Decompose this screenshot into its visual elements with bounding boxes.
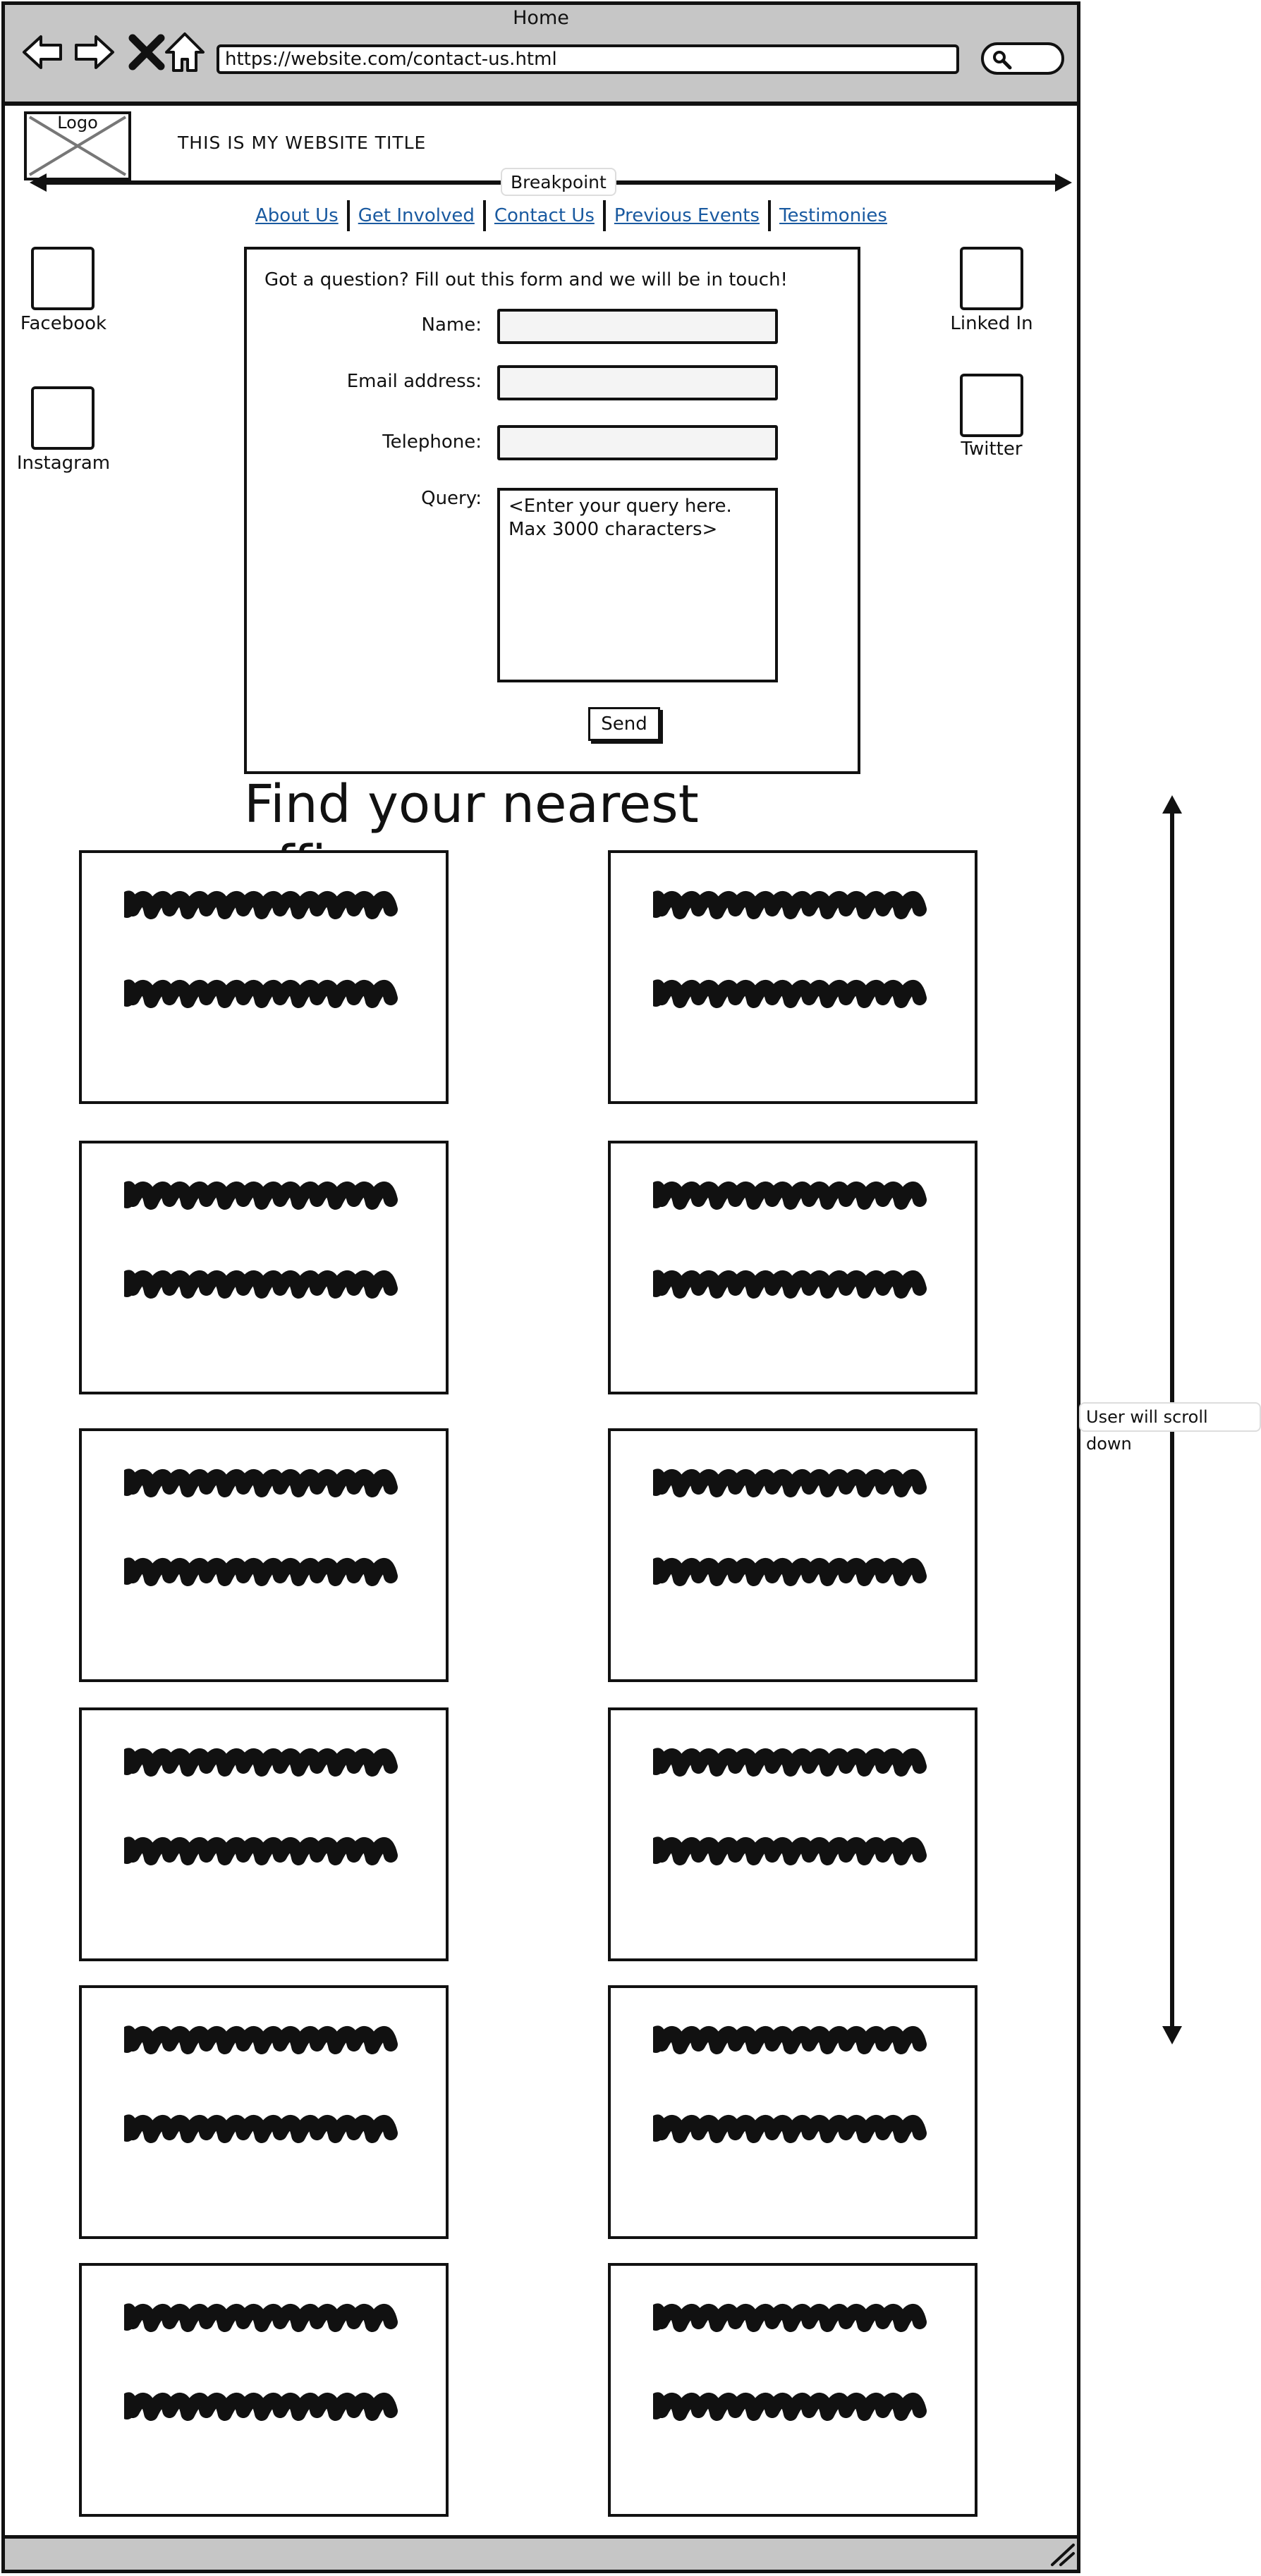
send-button[interactable]: Send (588, 707, 660, 741)
nav-link-previous-events[interactable]: Previous Events (614, 205, 760, 226)
query-textarea[interactable]: <Enter your query here. Max 3000 charact… (497, 488, 778, 682)
instagram-icon[interactable] (31, 386, 95, 450)
home-icon[interactable] (162, 30, 207, 75)
breakpoint-label: Breakpoint (501, 168, 616, 196)
text-placeholder-scribble (653, 2303, 927, 2332)
text-placeholder-scribble (653, 890, 927, 919)
name-field[interactable] (497, 309, 778, 344)
nav-divider (602, 200, 606, 231)
nav-link-contact-us[interactable]: Contact Us (494, 205, 595, 226)
text-placeholder-scribble (124, 1270, 398, 1299)
text-placeholder-scribble (653, 1748, 927, 1777)
text-placeholder-scribble (124, 1468, 398, 1497)
twitter-label: Twitter (961, 438, 1023, 460)
nav-divider (482, 200, 486, 231)
text-placeholder-scribble (653, 2114, 927, 2143)
nav-link-about-us[interactable]: About Us (255, 205, 339, 226)
email-label: Email address: (346, 371, 482, 392)
office-card[interactable] (79, 850, 449, 1104)
scroll-annotation-label: User will scroll down (1079, 1402, 1261, 1454)
nav-divider (768, 200, 772, 231)
text-placeholder-scribble (653, 1270, 927, 1299)
text-placeholder-scribble (124, 890, 398, 919)
text-placeholder-scribble (653, 1557, 927, 1586)
office-card[interactable] (79, 1141, 449, 1394)
office-card[interactable] (608, 850, 977, 1104)
text-placeholder-scribble (124, 1557, 398, 1586)
text-placeholder-scribble (124, 2392, 398, 2421)
office-card[interactable] (79, 1428, 449, 1682)
logo-label: Logo (57, 113, 98, 133)
office-card[interactable] (79, 2263, 449, 2517)
form-intro-text: Got a question? Fill out this form and w… (264, 269, 788, 290)
status-bar (1, 2535, 1080, 2573)
twitter-icon[interactable] (960, 374, 1023, 437)
text-placeholder-scribble (124, 2025, 398, 2054)
office-card[interactable] (608, 1141, 977, 1394)
logo-placeholder[interactable] (24, 111, 131, 180)
text-placeholder-scribble (124, 1748, 398, 1777)
facebook-label: Facebook (20, 313, 107, 334)
telephone-label: Telephone: (382, 431, 482, 453)
text-placeholder-scribble (124, 2303, 398, 2332)
site-title: THIS IS MY WEBSITE TITLE (178, 133, 427, 153)
text-placeholder-scribble (124, 1836, 398, 1865)
forward-arrow-icon[interactable] (72, 30, 117, 75)
office-card[interactable] (608, 1707, 977, 1961)
office-card[interactable] (608, 1428, 977, 1682)
office-card[interactable] (608, 1985, 977, 2239)
resize-grip-icon[interactable] (1049, 2539, 1076, 2568)
browser-search-field[interactable] (981, 42, 1064, 75)
text-placeholder-scribble (124, 2114, 398, 2143)
main-nav: About Us Get Involved Contact Us Previou… (247, 200, 896, 232)
text-placeholder-scribble (124, 1181, 398, 1210)
text-placeholder-scribble (653, 2025, 927, 2054)
text-placeholder-scribble (653, 1181, 927, 1210)
office-card[interactable] (608, 2263, 977, 2517)
url-bar[interactable]: https://website.com/contact-us.html (217, 44, 959, 74)
text-placeholder-scribble (653, 1836, 927, 1865)
nav-divider (346, 200, 350, 231)
text-placeholder-scribble (124, 979, 398, 1008)
offices-heading: Find your nearest office (244, 774, 699, 895)
office-card[interactable] (79, 1985, 449, 2239)
window-title: Home (513, 7, 569, 29)
linkedin-label: Linked In (950, 313, 1033, 334)
query-label: Query: (421, 488, 482, 509)
office-card[interactable] (79, 1707, 449, 1961)
close-icon[interactable] (124, 30, 169, 75)
text-placeholder-scribble (653, 1468, 927, 1497)
email-field[interactable] (497, 365, 778, 400)
nav-link-testimonies[interactable]: Testimonies (779, 205, 887, 226)
linkedin-icon[interactable] (960, 247, 1023, 310)
text-placeholder-scribble (653, 2392, 927, 2421)
image-placeholder-icon (28, 116, 127, 176)
search-icon (993, 51, 1012, 70)
name-label: Name: (421, 314, 482, 336)
back-arrow-icon[interactable] (20, 30, 65, 75)
nav-link-get-involved[interactable]: Get Involved (358, 205, 475, 226)
facebook-icon[interactable] (31, 247, 95, 310)
text-placeholder-scribble (653, 979, 927, 1008)
instagram-label: Instagram (16, 453, 111, 474)
telephone-field[interactable] (497, 425, 778, 460)
